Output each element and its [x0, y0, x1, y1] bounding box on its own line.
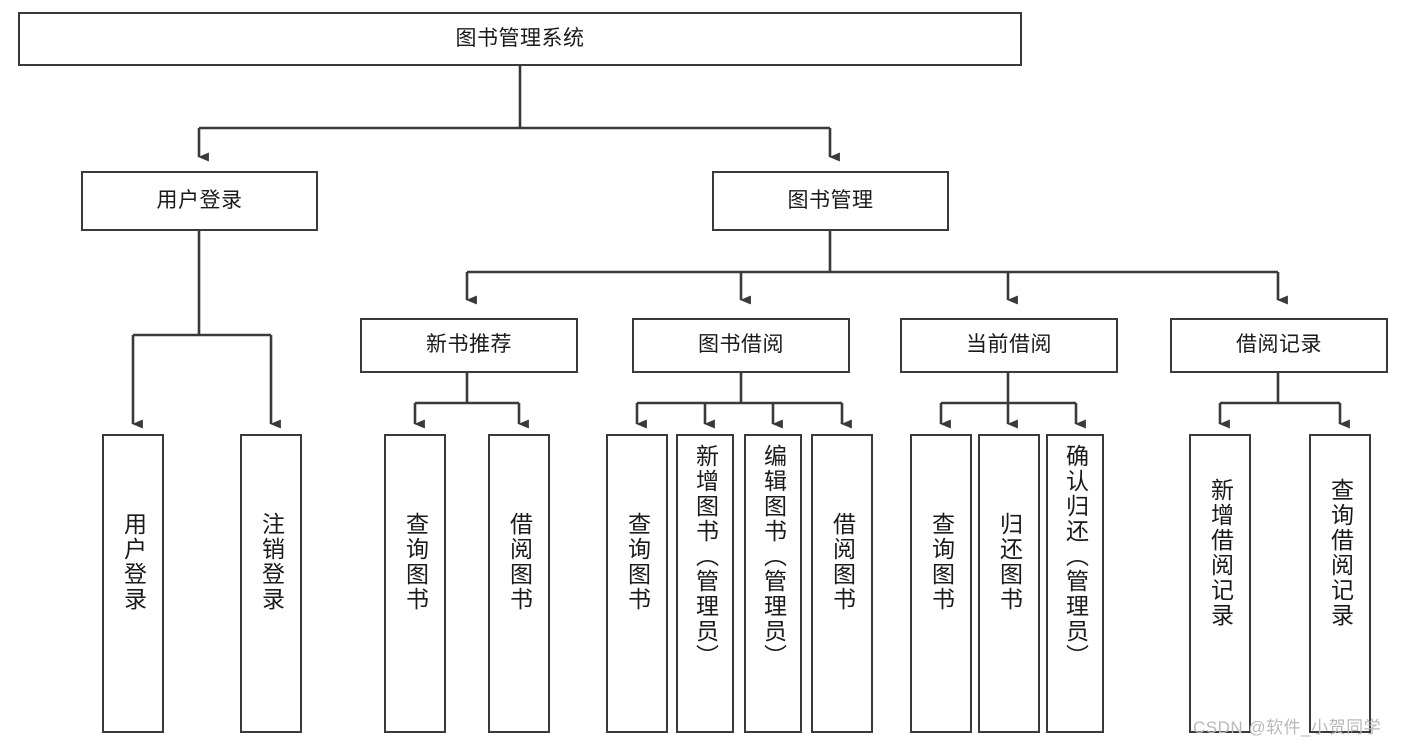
- node-leaf-edit-book[interactable]: 编辑图书（管理员）: [744, 434, 802, 733]
- node-leaf-query-record[interactable]: 查询借阅记录: [1309, 434, 1371, 733]
- node-leaf-edit-book-label: 编辑图书（管理员）: [760, 444, 787, 669]
- node-leaf-query-record-label: 查询借阅记录: [1327, 478, 1354, 628]
- node-leaf-return-book-label: 归还图书: [996, 512, 1023, 612]
- node-leaf-add-book-label: 新增图书（管理员）: [692, 444, 719, 669]
- node-borrow-record-label: 借阅记录: [1236, 333, 1322, 357]
- node-leaf-borrow-book-1-label: 借阅图书: [506, 512, 533, 612]
- node-leaf-add-book[interactable]: 新增图书（管理员）: [676, 434, 734, 733]
- node-leaf-user-login-label: 用户登录: [120, 512, 147, 612]
- node-leaf-borrow-book-2[interactable]: 借阅图书: [811, 434, 873, 733]
- node-current-borrow[interactable]: 当前借阅: [900, 318, 1118, 373]
- node-leaf-user-logout[interactable]: 注销登录: [240, 434, 302, 733]
- node-book-borrow-label: 图书借阅: [698, 333, 784, 357]
- node-leaf-return-book[interactable]: 归还图书: [978, 434, 1040, 733]
- node-current-borrow-label: 当前借阅: [966, 333, 1052, 357]
- node-leaf-query-book-3[interactable]: 查询图书: [910, 434, 972, 733]
- node-user-login-label: 用户登录: [156, 188, 243, 212]
- node-root[interactable]: 图书管理系统: [18, 12, 1022, 66]
- node-root-label: 图书管理系统: [455, 26, 585, 50]
- node-leaf-query-book-2-label: 查询图书: [624, 512, 651, 612]
- node-leaf-borrow-book-1[interactable]: 借阅图书: [488, 434, 550, 733]
- node-leaf-query-book-2[interactable]: 查询图书: [606, 434, 668, 733]
- node-new-book-rec-label: 新书推荐: [426, 333, 512, 357]
- node-leaf-confirm-return-label: 确认归还（管理员）: [1062, 444, 1089, 669]
- node-book-borrow[interactable]: 图书借阅: [632, 318, 850, 373]
- node-book-manage-label: 图书管理: [787, 188, 874, 212]
- node-user-login[interactable]: 用户登录: [81, 171, 318, 231]
- node-leaf-user-logout-label: 注销登录: [258, 512, 285, 612]
- node-leaf-query-book-1-label: 查询图书: [402, 512, 429, 612]
- node-new-book-rec[interactable]: 新书推荐: [360, 318, 578, 373]
- node-leaf-query-book-1[interactable]: 查询图书: [384, 434, 446, 733]
- node-borrow-record[interactable]: 借阅记录: [1170, 318, 1388, 373]
- node-leaf-add-record-label: 新增借阅记录: [1207, 478, 1234, 628]
- csdn-watermark: CSDN @软件_小贺同学: [1193, 718, 1382, 737]
- node-leaf-confirm-return[interactable]: 确认归还（管理员）: [1046, 434, 1104, 733]
- node-leaf-user-login[interactable]: 用户登录: [102, 434, 164, 733]
- node-leaf-query-book-3-label: 查询图书: [928, 512, 955, 612]
- node-leaf-add-record[interactable]: 新增借阅记录: [1189, 434, 1251, 733]
- node-leaf-borrow-book-2-label: 借阅图书: [829, 512, 856, 612]
- node-book-manage[interactable]: 图书管理: [712, 171, 949, 231]
